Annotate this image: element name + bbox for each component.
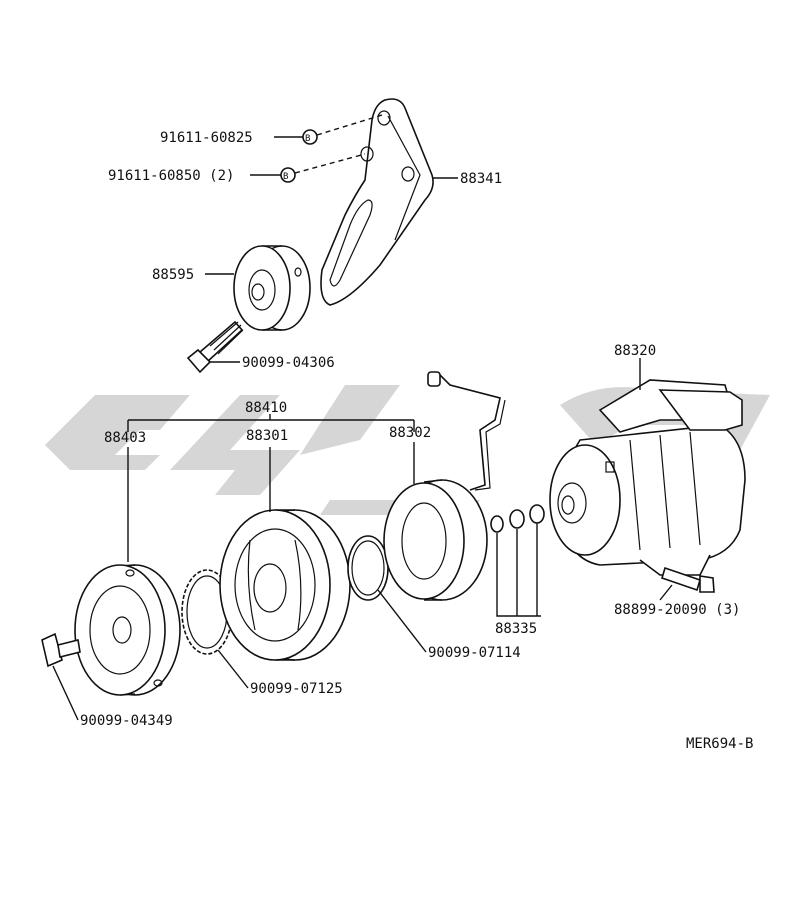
- label-88302: 88302: [389, 425, 431, 441]
- label-91611-60825: 91611-60825: [160, 130, 253, 146]
- label-88320: 88320: [614, 343, 656, 359]
- bolt-91611-60825-icon: B: [302, 129, 318, 145]
- svg-text:B: B: [283, 172, 288, 182]
- label-88341: 88341: [460, 171, 502, 187]
- label-90099-04306: 90099-04306: [242, 355, 335, 371]
- svg-text:B: B: [305, 134, 310, 144]
- bolt-88899-20090-icon: [661, 566, 715, 593]
- label-90099-07114: 90099-07114: [428, 645, 521, 661]
- bolt-91611-60850-icon: B: [280, 167, 296, 183]
- label-88403: 88403: [104, 430, 146, 446]
- leader-lines: [52, 114, 673, 721]
- label-91611-60850: 91611-60850 (2): [108, 168, 234, 184]
- label-88335: 88335: [495, 621, 537, 637]
- snap-ring: [347, 535, 389, 601]
- compressor-bracket: [320, 98, 434, 306]
- magnet-clutch-pulley: [219, 509, 351, 661]
- label-90099-04349: 90099-04349: [80, 713, 173, 729]
- idler-pulley: [233, 245, 311, 331]
- label-88301: 88301: [246, 428, 288, 444]
- bolt-90099-04306-icon: [186, 320, 244, 374]
- pressure-plate-hub: [74, 564, 181, 696]
- label-90099-07125: 90099-07125: [250, 681, 343, 697]
- label-88410: 88410: [245, 400, 287, 416]
- label-88899-20090: 88899-20090 (3): [614, 602, 740, 618]
- washers: [490, 504, 545, 533]
- bolt-90099-04349-icon: [41, 632, 81, 668]
- label-88595: 88595: [152, 267, 194, 283]
- stator-coil: [383, 371, 506, 601]
- ref-code: MER694-B: [686, 736, 753, 752]
- compressor-assembly: [549, 379, 746, 576]
